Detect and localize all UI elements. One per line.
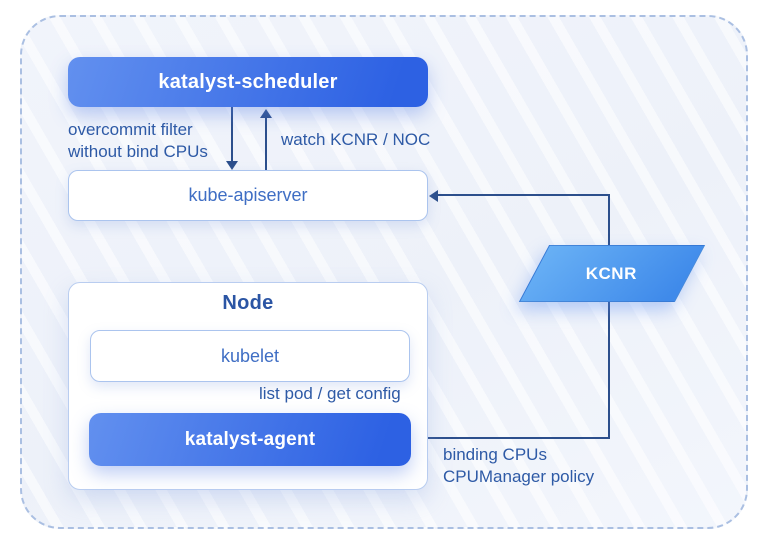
katalyst-scheduler-label: katalyst-scheduler (158, 70, 338, 93)
edge-elbow-top-segment (438, 194, 610, 196)
edge-label-binding-cpus: binding CPUs CPUManager policy (443, 444, 594, 488)
kube-apiserver-label: kube-apiserver (188, 185, 308, 205)
edge-scheduler-to-apiserver-line (231, 107, 233, 162)
arrow-left-into-apiserver-icon (429, 190, 438, 202)
edge-label-list-pod: list pod / get config (259, 383, 401, 405)
arrow-down-into-apiserver-icon (226, 161, 238, 170)
arrow-up-into-scheduler-icon (260, 109, 272, 118)
edge-label-line: watch KCNR / NOC (281, 130, 431, 149)
edge-apiserver-to-scheduler-line (265, 118, 267, 170)
node-group-title: Node (222, 292, 274, 314)
katalyst-scheduler-node: katalyst-scheduler (68, 57, 428, 107)
edge-label-line: list pod / get config (259, 384, 401, 403)
edge-label-watch-kcnr: watch KCNR / NOC (281, 129, 430, 151)
edge-elbow-vertical-segment (608, 194, 610, 439)
kcnr-label: KCNR (586, 263, 638, 283)
katalyst-agent-node: katalyst-agent (89, 413, 411, 466)
kubelet-node: kubelet (90, 330, 410, 382)
edge-label-line: overcommit filter (68, 120, 193, 139)
katalyst-agent-label: katalyst-agent (184, 428, 316, 450)
edge-label-line: binding CPUs (443, 445, 547, 464)
kubelet-label: kubelet (220, 345, 280, 366)
edge-elbow-bottom-segment (411, 437, 610, 439)
edge-label-line: CPUManager policy (443, 467, 595, 486)
edge-label-line: without bind CPUs (68, 142, 208, 161)
kcnr-shape: KCNR (518, 245, 706, 302)
kube-apiserver-node: kube-apiserver (68, 170, 428, 221)
edge-label-overcommit-filter: overcommit filter without bind CPUs (68, 119, 208, 163)
